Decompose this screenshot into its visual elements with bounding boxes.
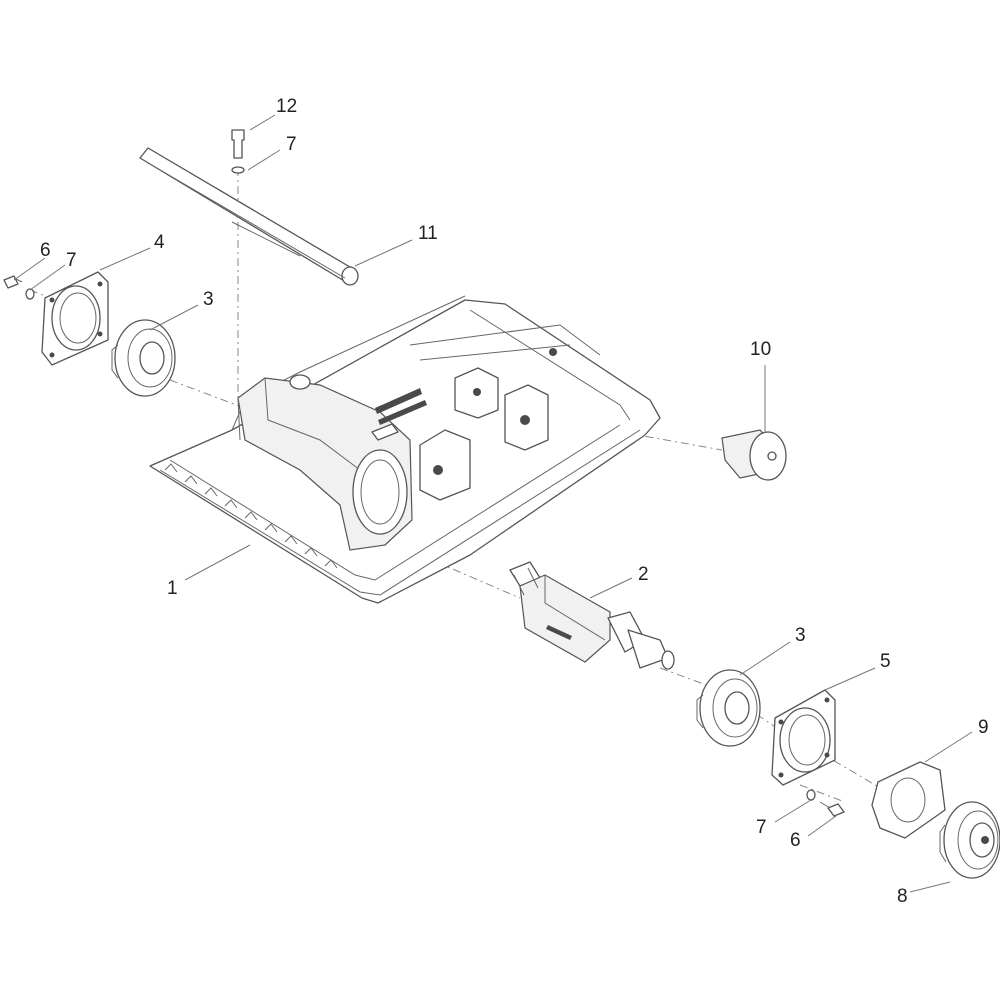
callout-7-left: 7 — [66, 250, 77, 271]
part-1-base-plate — [149, 295, 661, 604]
part-11-tube — [139, 147, 359, 286]
part-8-pulley — [939, 801, 1000, 879]
callout-8: 8 — [897, 886, 908, 907]
part-7-washer-left — [25, 288, 35, 300]
callout-1: 1 — [167, 578, 178, 599]
callout-5: 5 — [880, 651, 891, 672]
callout-2: 2 — [638, 564, 649, 585]
part-7-washer-top — [231, 166, 245, 174]
part-12-bolt — [231, 129, 245, 159]
part-5-flange-right — [771, 689, 836, 786]
callout-10: 10 — [750, 339, 771, 360]
callout-7-right: 7 — [756, 817, 767, 838]
callout-12: 12 — [276, 96, 297, 117]
callout-4: 4 — [154, 232, 165, 253]
part-7-washer-right — [806, 789, 816, 801]
part-9-shim — [871, 761, 946, 839]
part-3-bearing-left — [111, 319, 176, 397]
leader-lines — [13, 114, 973, 893]
part-2-exciter-shaft — [509, 561, 675, 670]
callout-6-left: 6 — [40, 240, 51, 261]
callout-9: 9 — [978, 717, 989, 738]
part-6-screw-left — [3, 275, 23, 289]
callout-7-top: 7 — [286, 134, 297, 155]
part-3-bearing-right — [696, 669, 761, 747]
callout-3-left: 3 — [203, 289, 214, 310]
part-4-flange-left — [41, 271, 109, 366]
callout-6-right: 6 — [790, 830, 801, 851]
part-10-buffer — [721, 429, 787, 481]
part-6-screw-right — [819, 801, 845, 817]
callout-11: 11 — [418, 223, 438, 244]
callout-3-right: 3 — [795, 625, 806, 646]
callout-labels: 12 7 11 6 7 4 3 10 1 2 3 5 9 7 6 8 — [40, 96, 989, 907]
